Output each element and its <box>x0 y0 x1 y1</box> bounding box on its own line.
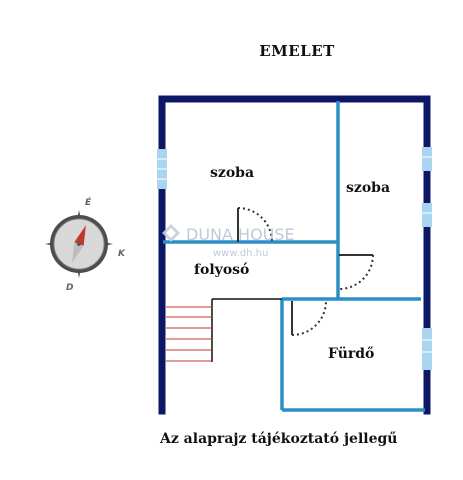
watermark-url: www.dh.hu <box>213 248 268 259</box>
disclaimer-text: Az alaprajz tájékoztató jellegű <box>160 431 398 447</box>
watermark-logo-icon <box>162 224 180 242</box>
door-room-1 <box>237 207 273 243</box>
stairs <box>166 306 212 362</box>
window-right-upper <box>422 147 432 171</box>
stair-opening <box>211 298 282 362</box>
compass-south: D <box>66 283 74 293</box>
room-label-furdo: Fürdő <box>328 346 374 362</box>
floorplan-title: EMELET <box>259 42 335 60</box>
watermark-brand: DUNA HOUSE <box>186 225 295 244</box>
door-bathroom <box>291 300 327 336</box>
door-room-2 <box>338 254 374 290</box>
compass-east: K <box>118 249 126 259</box>
windows <box>157 147 432 370</box>
window-right-lower <box>422 328 432 370</box>
window-right-middle <box>422 203 432 227</box>
inner-walls <box>163 101 425 412</box>
compass-rose: É K D <box>45 196 126 293</box>
compass-needle-icon <box>72 225 86 263</box>
watermark: DUNA HOUSE www.dh.hu <box>162 224 295 259</box>
room-label-folyoso: folyosó <box>194 262 249 278</box>
room-label-szoba-1: szoba <box>210 165 254 181</box>
outer-walls <box>158 95 431 415</box>
doors <box>237 207 374 336</box>
compass-north: É <box>85 196 92 208</box>
room-label-szoba-2: szoba <box>346 180 390 196</box>
